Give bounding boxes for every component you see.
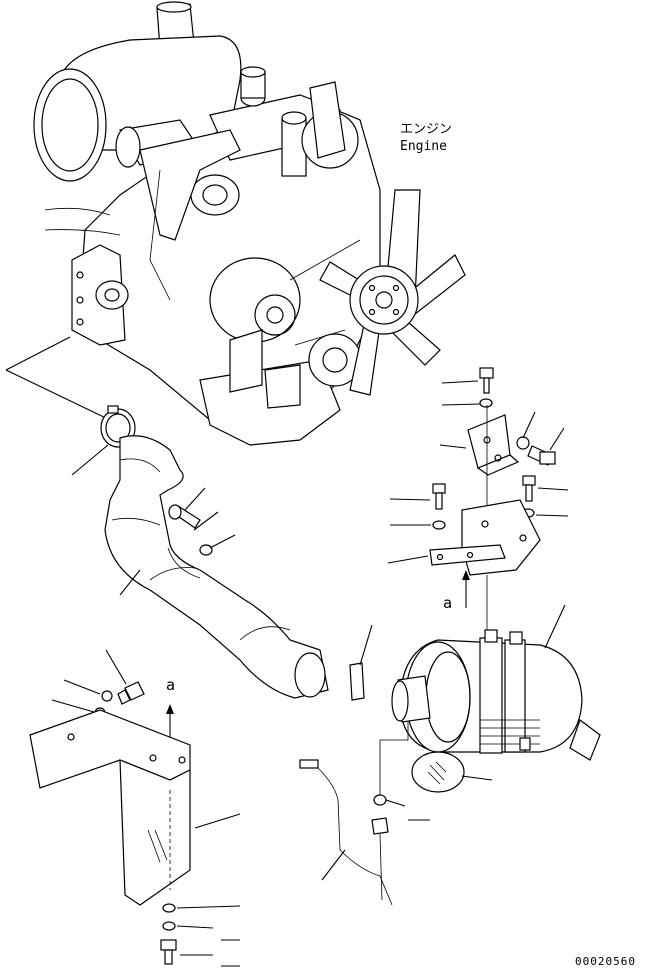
drawing-code: 00020560 xyxy=(575,955,636,968)
engine-leader-lines xyxy=(5,336,111,421)
small-clip xyxy=(349,624,373,701)
engine-assembly xyxy=(33,1,466,446)
engine-label-jp: エンジン xyxy=(400,122,452,137)
upper-bracket-group: a xyxy=(387,367,569,640)
engine-label-en: Engine xyxy=(400,139,447,154)
air-cleaner xyxy=(379,604,601,795)
ref-a-upper: a xyxy=(443,594,452,612)
engine-label: エンジン Engine xyxy=(400,122,452,154)
lower-cover-group: a xyxy=(29,649,241,967)
ref-a-lower: a xyxy=(166,676,175,694)
intake-hose xyxy=(104,435,329,699)
hose-bolt xyxy=(168,487,236,556)
sensor-harness xyxy=(299,759,430,906)
